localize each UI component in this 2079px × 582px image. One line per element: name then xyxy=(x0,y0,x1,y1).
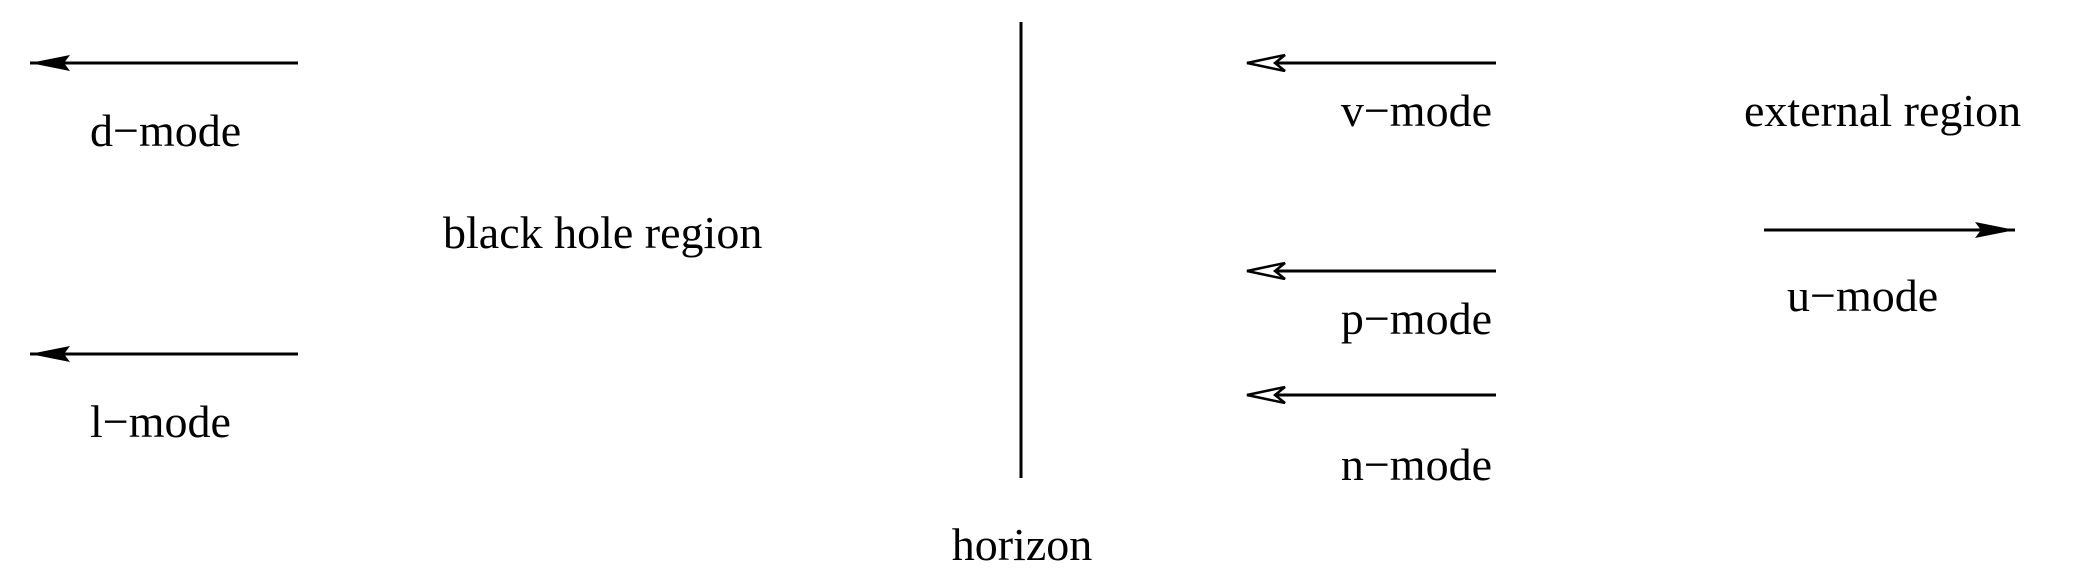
n-mode-label: n−mode xyxy=(1341,439,1492,490)
horizon-label: horizon xyxy=(952,519,1093,570)
p-mode-label: p−mode xyxy=(1341,293,1492,344)
v-mode-label: v−mode xyxy=(1341,85,1492,136)
black-hole-region-label: black hole region xyxy=(443,207,762,258)
d-mode-label: d−mode xyxy=(90,105,241,156)
u-mode-label: u−mode xyxy=(1787,270,1938,321)
external-region-label: external region xyxy=(1744,85,2021,136)
l-mode-label: l−mode xyxy=(90,396,231,447)
